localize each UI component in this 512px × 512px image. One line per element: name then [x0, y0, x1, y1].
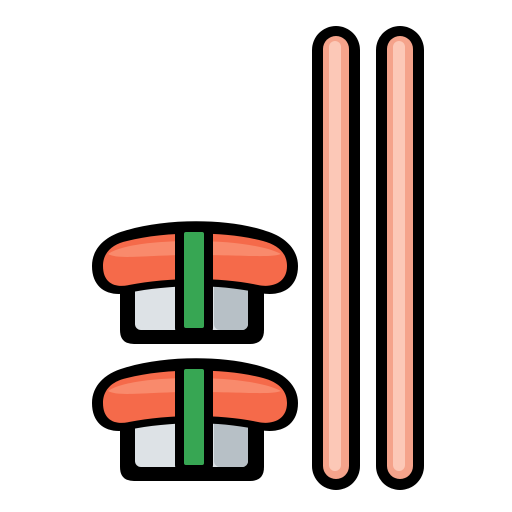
- chopstick-right: [376, 26, 424, 490]
- chopstick-left: [312, 26, 360, 490]
- nigiri-bottom: [92, 358, 298, 481]
- nigiri-top: [92, 221, 298, 344]
